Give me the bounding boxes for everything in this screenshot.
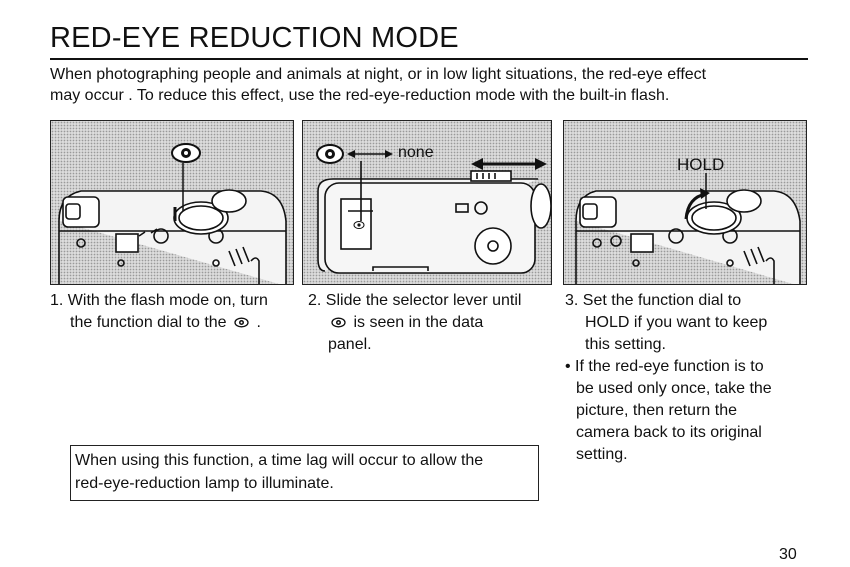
step1-period: . — [256, 314, 261, 331]
red-eye-icon — [171, 143, 201, 163]
step-2: 2. Slide the selector lever until is see… — [308, 290, 558, 356]
step3-line-1: 3. Set the function dial to — [565, 292, 742, 309]
step3-line-3: this setting. — [585, 336, 666, 353]
title-rule — [50, 58, 808, 60]
step-3: 3. Set the function dial to HOLD if you … — [565, 290, 810, 466]
fig3-label-hold: HOLD — [677, 155, 725, 174]
red-eye-icon — [316, 144, 344, 164]
intro-line-1: When photographing people and animals at… — [50, 66, 707, 83]
step3-line-2: HOLD if you want to keep — [585, 314, 768, 331]
figure-selector-lever: none — [302, 120, 552, 285]
figure-hold-dial: HOLD — [563, 120, 807, 285]
camera-dial-illustration — [58, 143, 287, 284]
step2-line-2: is seen in the data — [308, 312, 558, 334]
bullet-line-2: be used only once, take the — [576, 380, 772, 397]
intro-line-2: may occur . To reduce this effect, use t… — [50, 87, 670, 104]
hold-dial-illustration — [575, 173, 801, 284]
red-eye-icon — [331, 317, 346, 328]
step2-line-3: panel. — [328, 336, 372, 353]
step3-bullet: • If the red-eye function is to be used … — [565, 356, 810, 466]
bullet-line-3: picture, then return the — [576, 402, 737, 419]
note-line-2: red-eye-reduction lamp to illuminate. — [75, 475, 334, 492]
step1-line-1: 1. With the flash mode on, turn — [50, 292, 268, 309]
intro-paragraph: When photographing people and animals at… — [50, 64, 810, 106]
fig2-label-none: none — [398, 144, 434, 161]
selector-lever-illustration — [316, 144, 551, 274]
arrow-right-icon — [347, 150, 393, 158]
step-1: 1. With the flash mode on, turn the func… — [50, 290, 300, 334]
red-eye-icon — [234, 317, 249, 328]
figure-camera-dial — [50, 120, 294, 285]
note-line-1: When using this function, a time lag wil… — [75, 452, 484, 469]
red-eye-icon — [353, 221, 365, 229]
step2-line-1: 2. Slide the selector lever until — [308, 292, 522, 309]
page-number: 30 — [779, 546, 797, 563]
step1-line-2-text: the function dial to the — [70, 314, 227, 331]
step2-line-2-text: is seen in the data — [353, 314, 484, 331]
bullet-line-5: setting. — [576, 446, 628, 463]
arrow-double-icon — [471, 158, 547, 170]
note-box: When using this function, a time lag wil… — [70, 445, 539, 501]
bullet-line-1: • If the red-eye function is to — [565, 358, 764, 375]
bullet-line-4: camera back to its original — [576, 424, 762, 441]
step1-line-2: the function dial to the . — [50, 312, 300, 334]
page-title: RED-EYE REDUCTION MODE — [50, 22, 459, 54]
